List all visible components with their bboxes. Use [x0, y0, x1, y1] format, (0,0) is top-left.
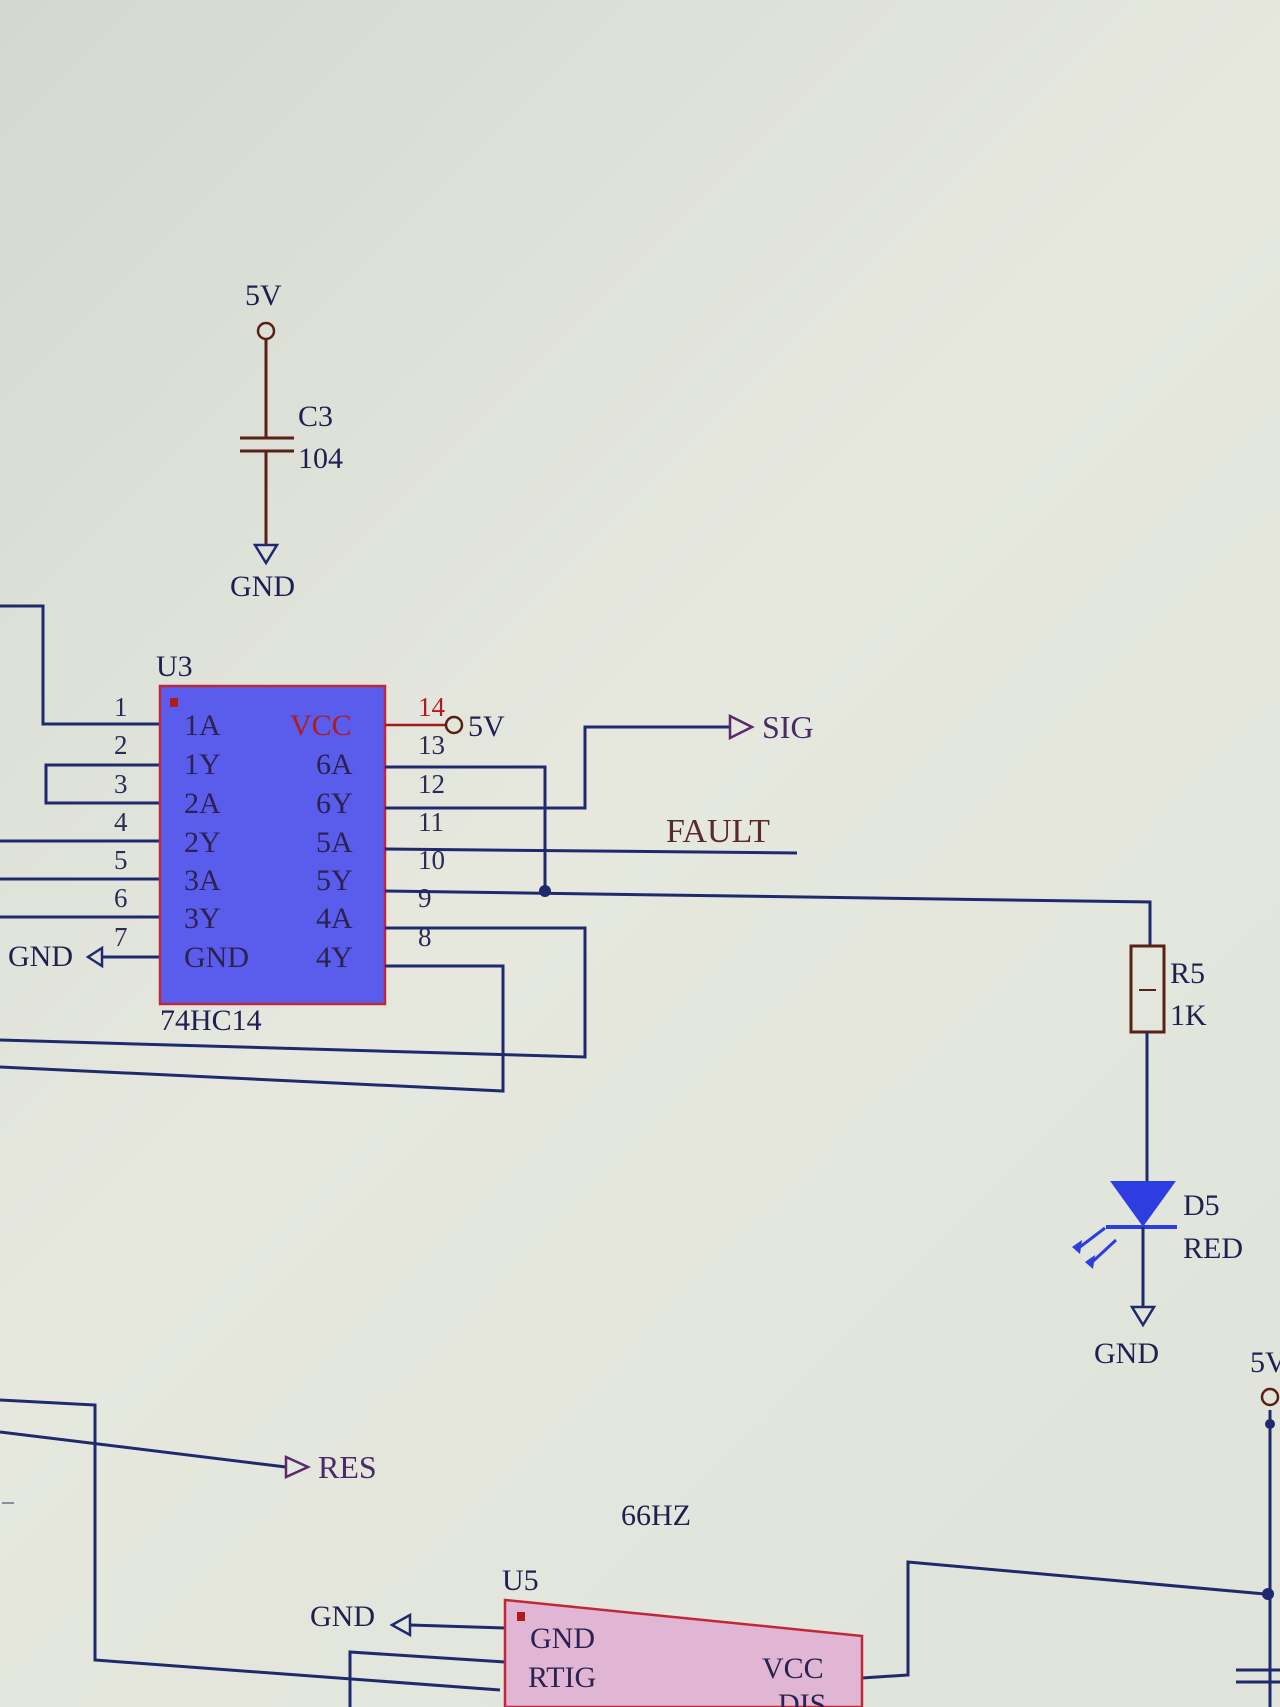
wire-u5-gnd	[409, 1623, 506, 1630]
u3-pin-num: 1	[114, 692, 128, 722]
u3-pin-num: 14	[418, 692, 446, 722]
u3-pin-name: 4A	[316, 902, 353, 935]
res-port-arrow-icon	[284, 1455, 312, 1479]
u3-output-wires: 5V SIG FAULT	[0, 709, 1152, 1093]
u3-pin-num: 11	[418, 807, 444, 837]
u5-body	[503, 1598, 864, 1707]
wire-pin13	[385, 765, 547, 891]
c3-supply-label: 5V	[245, 279, 282, 312]
u3-pin-name: 4Y	[316, 941, 353, 974]
d5-ground-label: GND	[1094, 1337, 1159, 1370]
u3-designator: U3	[156, 650, 193, 683]
c3-ground-icon	[252, 543, 280, 566]
u3-pin-num: 9	[418, 883, 432, 913]
led-d5[interactable]: D5 RED GND	[1072, 1181, 1243, 1370]
u5-gnd-arrow-icon	[389, 1612, 412, 1638]
d5-designator: D5	[1183, 1189, 1220, 1222]
wire-pin12-sig	[385, 725, 730, 810]
u5-pin1-marker	[517, 1612, 525, 1621]
ic-u5[interactable]: U5 GND RTIG VCC DIS	[502, 1564, 864, 1707]
wire-res	[0, 1430, 287, 1469]
u3-pin-name: 1A	[184, 709, 221, 742]
u3-pin-num: 5	[114, 845, 128, 875]
u5-pin-name: GND	[530, 1622, 595, 1655]
wire-pin10-r5	[384, 889, 1152, 946]
u3-pin1-marker	[170, 698, 178, 707]
r5-value: 1K	[1170, 999, 1207, 1032]
right-edge-supply-label: 5V	[1250, 1346, 1280, 1379]
wire-pin11-fault	[384, 847, 798, 855]
u3-pin-num: 13	[418, 730, 445, 760]
u3-gnd-net-label: GND	[8, 940, 73, 973]
c3-ground-label: GND	[230, 570, 295, 603]
lower-wiring: RES 66HZ GND 5V	[0, 1346, 1280, 1707]
u3-body	[158, 684, 387, 1006]
u3-input-wires: GND	[0, 604, 160, 973]
right-edge-supply-terminal	[1260, 1387, 1280, 1407]
u3-pin-name: 6Y	[316, 787, 353, 820]
u5-frequency-note: 66HZ	[621, 1499, 691, 1532]
u3-pin-num: 3	[114, 769, 128, 799]
u3-vcc-net-label: 5V	[468, 710, 505, 743]
u3-pin-name: 1Y	[184, 748, 221, 781]
wire-u5-left	[0, 1398, 501, 1692]
capacitor-c3[interactable]: 5V C3 104 GND	[230, 279, 343, 603]
wire-pin8	[0, 964, 505, 1093]
u3-pin-name: 2Y	[184, 826, 221, 859]
u3-pin-num: 2	[114, 730, 128, 760]
c3-designator: C3	[298, 400, 333, 433]
res-port-label: RES	[318, 1449, 377, 1485]
d5-arrowhead-icon	[1072, 1240, 1082, 1254]
wire-u5-rtig	[348, 1650, 506, 1707]
u3-gnd-arrow-icon	[85, 945, 104, 969]
d5-value: RED	[1183, 1232, 1243, 1265]
wire-pin1	[0, 604, 160, 726]
u5-pin-name: RTIG	[528, 1661, 596, 1694]
junction-dot	[539, 885, 551, 897]
u3-pin-name: VCC	[290, 709, 352, 742]
u3-pin-name: 5Y	[316, 864, 353, 897]
r5-designator: R5	[1170, 957, 1205, 990]
wire-pin2-pin3-loop	[44, 763, 160, 805]
junction-dot	[1265, 1419, 1275, 1429]
u3-pin-name: 3A	[184, 864, 221, 897]
u3-pin-name: 6A	[316, 748, 353, 781]
u3-pin-num: 12	[418, 769, 445, 799]
ic-u3[interactable]: U3 74HC14 1 2 3 4 5 6 7 1A 1Y 2A 2Y 3A 3…	[114, 650, 446, 1037]
u3-pin-name: 2A	[184, 787, 221, 820]
u3-part-label: 74HC14	[160, 1004, 262, 1037]
sig-port-arrow-icon	[728, 713, 755, 741]
fault-net-label: FAULT	[666, 813, 770, 850]
d5-triangle	[1110, 1181, 1176, 1227]
resistor-r5[interactable]: R5 1K	[1129, 944, 1207, 1182]
u3-pin-name: GND	[184, 941, 249, 974]
u3-pin-name: 5A	[316, 826, 353, 859]
wire-u5-vcc	[861, 1560, 1266, 1680]
sig-port-label: SIG	[762, 709, 814, 745]
u3-pin-num: 4	[114, 807, 128, 837]
u5-designator: U5	[502, 1564, 539, 1597]
u5-pin-name: DIS	[778, 1688, 826, 1707]
u3-vcc-terminal	[444, 715, 464, 735]
wire-pin9	[0, 926, 587, 1059]
u3-pin-num: 6	[114, 883, 128, 913]
u3-pin-num: 7	[114, 922, 128, 952]
u5-pin-name: VCC	[762, 1652, 824, 1685]
u5-gnd-net-label: GND	[310, 1600, 375, 1633]
u3-pin-name: 3Y	[184, 902, 221, 935]
junction-dot	[1262, 1588, 1274, 1600]
c3-supply-terminal	[256, 321, 276, 341]
c3-value: 104	[298, 442, 343, 475]
d5-ground-icon	[1129, 1305, 1157, 1328]
d5-arrowhead-icon	[1085, 1255, 1095, 1269]
